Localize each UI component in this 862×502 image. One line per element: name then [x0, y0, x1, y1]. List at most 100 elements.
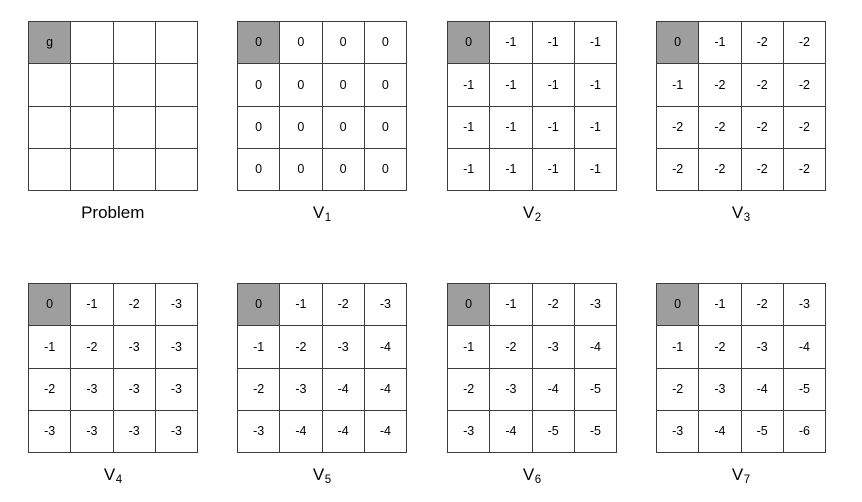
panel-caption-subscript: 5	[324, 474, 332, 487]
grid-cell: -4	[322, 368, 365, 411]
grid-cell: -1	[657, 326, 700, 369]
grid-cell: -2	[657, 148, 700, 191]
grid-cell: 0	[238, 22, 281, 65]
grid-cell: -2	[699, 64, 742, 107]
panel-caption-base: V	[312, 465, 325, 484]
grid-cell: -3	[155, 326, 198, 369]
grid-cell: -3	[113, 326, 156, 369]
grid-cell: -2	[657, 106, 700, 149]
grid-cell: 0	[657, 284, 700, 327]
grid-cell: -3	[699, 368, 742, 411]
panel-caption: V7	[656, 465, 826, 487]
grid-cell: -3	[155, 410, 198, 453]
grid-cell: -1	[448, 106, 491, 149]
grid-cell: -2	[741, 64, 784, 107]
panel-v6: 0 -1 -2 -3 -1 -2 -3 -4 -2 -3 -4 -5 -3 -4…	[447, 283, 617, 486]
panel-caption: Problem	[28, 203, 198, 223]
grid-cell: g	[29, 22, 72, 65]
value-grid: 0 -1 -2 -3 -1 -2 -3 -4 -2 -3 -4 -5 -3 -4…	[656, 283, 826, 453]
grid-cell: -3	[71, 368, 114, 411]
grid-cell: -1	[448, 326, 491, 369]
panel-v5: 0 -1 -2 -3 -1 -2 -3 -4 -2 -3 -4 -4 -3 -4…	[237, 283, 407, 486]
grid-cell	[29, 64, 72, 107]
grid-cell: -1	[490, 284, 533, 327]
grid-cell: -3	[490, 368, 533, 411]
grid-cell: -1	[238, 326, 281, 369]
grid-cell: -2	[238, 368, 281, 411]
grid-cell: -3	[155, 368, 198, 411]
grid-cell: -3	[657, 410, 700, 453]
grid-cell: 0	[322, 22, 365, 65]
grid-cell: -4	[364, 326, 407, 369]
grid-cell: -2	[322, 284, 365, 327]
panel-caption: V3	[656, 203, 826, 224]
grid-cell: -2	[741, 284, 784, 327]
grid-cell: -4	[490, 410, 533, 453]
grid-cell: -6	[783, 410, 826, 453]
grid-cell: -1	[490, 148, 533, 191]
panel-caption: V1	[237, 203, 407, 225]
grid-cell: -1	[490, 106, 533, 149]
grid-cell	[29, 106, 72, 149]
grid-cell: -3	[322, 326, 365, 369]
panel-caption-subscript: 2	[534, 212, 542, 225]
grid-cell: -5	[574, 410, 617, 453]
grid-cell: 0	[238, 106, 281, 149]
panel-caption-subscript: 7	[743, 474, 751, 487]
grid-cell: 0	[364, 64, 407, 107]
grid-cell: -2	[783, 22, 826, 65]
panel-caption: V6	[447, 465, 617, 486]
grid-cell: -1	[490, 22, 533, 65]
grid-cell: -2	[657, 368, 700, 411]
grid-cell: -3	[238, 410, 281, 453]
panel-caption-base: Problem	[81, 203, 145, 222]
grid-cell: -3	[29, 410, 72, 453]
value-grid: 0 -1 -1 -1 -1 -1 -1 -1 -1 -1 -1 -1 -1 -1…	[447, 21, 617, 191]
panel-caption-base: V	[522, 465, 535, 484]
grid-cell: -1	[574, 64, 617, 107]
grid-cell: 0	[448, 22, 491, 65]
grid-cell	[29, 148, 72, 191]
grid-cell: 0	[364, 106, 407, 149]
grid-cell	[155, 106, 198, 149]
grid-cell: 0	[280, 64, 323, 107]
panel-v1: 0 0 0 0 0 0 0 0 0 0 0 0 0 0 0 0 V1	[237, 21, 407, 224]
grid-cell: -1	[574, 106, 617, 149]
grid-cell: -2	[280, 326, 323, 369]
panel-caption-subscript: 1	[324, 212, 332, 225]
grid-cell: -3	[574, 284, 617, 327]
grid-cell: -1	[490, 64, 533, 107]
grid-cell: -4	[741, 368, 784, 411]
grid-cell: -1	[532, 64, 575, 107]
panel-caption-base: V	[103, 465, 116, 484]
grid-cell: -3	[364, 284, 407, 327]
grid-cell: -2	[448, 368, 491, 411]
panel-caption: V5	[237, 465, 407, 487]
grid-cell: -2	[699, 326, 742, 369]
panel-caption: V4	[28, 465, 198, 486]
grid-cell: 0	[322, 106, 365, 149]
grid-cell: -2	[699, 148, 742, 191]
grid-cell	[113, 148, 156, 191]
grid-cell: 0	[364, 148, 407, 191]
grid-cell: -4	[322, 410, 365, 453]
panel-caption-base: V	[731, 465, 744, 484]
panel-caption-subscript	[144, 212, 145, 224]
grid-cell: 0	[280, 148, 323, 191]
grid-cell: 0	[238, 64, 281, 107]
value-grid: 0 -1 -2 -2 -1 -2 -2 -2 -2 -2 -2 -2 -2 -2…	[656, 21, 826, 191]
grid-cell: -3	[448, 410, 491, 453]
grid-cell: -1	[71, 284, 114, 327]
panel-caption: V2	[447, 203, 617, 225]
grid-cell: -2	[113, 284, 156, 327]
grid-cell: -1	[657, 64, 700, 107]
grid-cell: -2	[29, 368, 72, 411]
grid-cell: -3	[113, 410, 156, 453]
grid-cell: -1	[448, 148, 491, 191]
value-grid: 0 0 0 0 0 0 0 0 0 0 0 0 0 0 0 0	[237, 21, 407, 191]
grid-cell	[155, 148, 198, 191]
grid-cell: 0	[280, 22, 323, 65]
grid-cell: -4	[532, 368, 575, 411]
grid-cell: -2	[783, 64, 826, 107]
